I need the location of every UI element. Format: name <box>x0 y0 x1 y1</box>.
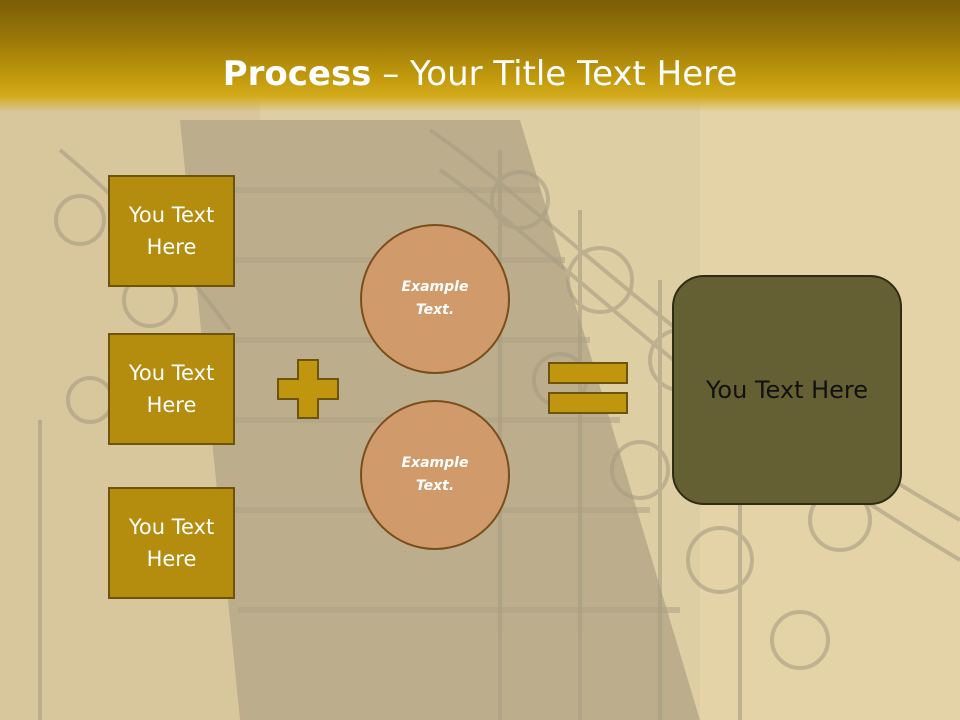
input-box-3-label: You Text Here <box>128 515 215 571</box>
result-box: You Text Here <box>672 275 902 505</box>
example-circle-2-label: Example Text. <box>401 455 469 494</box>
example-circle-1: Example Text. <box>360 224 510 374</box>
example-circle-2: Example Text. <box>360 400 510 550</box>
title-bold-part: Process <box>222 54 372 94</box>
equals-icon <box>548 362 628 414</box>
title-banner <box>0 0 960 112</box>
input-box-3: You Text Here <box>108 487 235 599</box>
input-box-1: You Text Here <box>108 175 235 287</box>
slide-title: Process – Your Title Text Here <box>0 50 960 98</box>
example-circle-1-label: Example Text. <box>401 279 469 318</box>
title-rest-part: – Your Title Text Here <box>371 54 738 94</box>
input-box-1-label: You Text Here <box>128 203 215 259</box>
input-box-2: You Text Here <box>108 333 235 445</box>
result-box-label: You Text Here <box>705 376 869 404</box>
input-box-2-label: You Text Here <box>128 361 215 417</box>
plus-icon <box>277 359 339 419</box>
